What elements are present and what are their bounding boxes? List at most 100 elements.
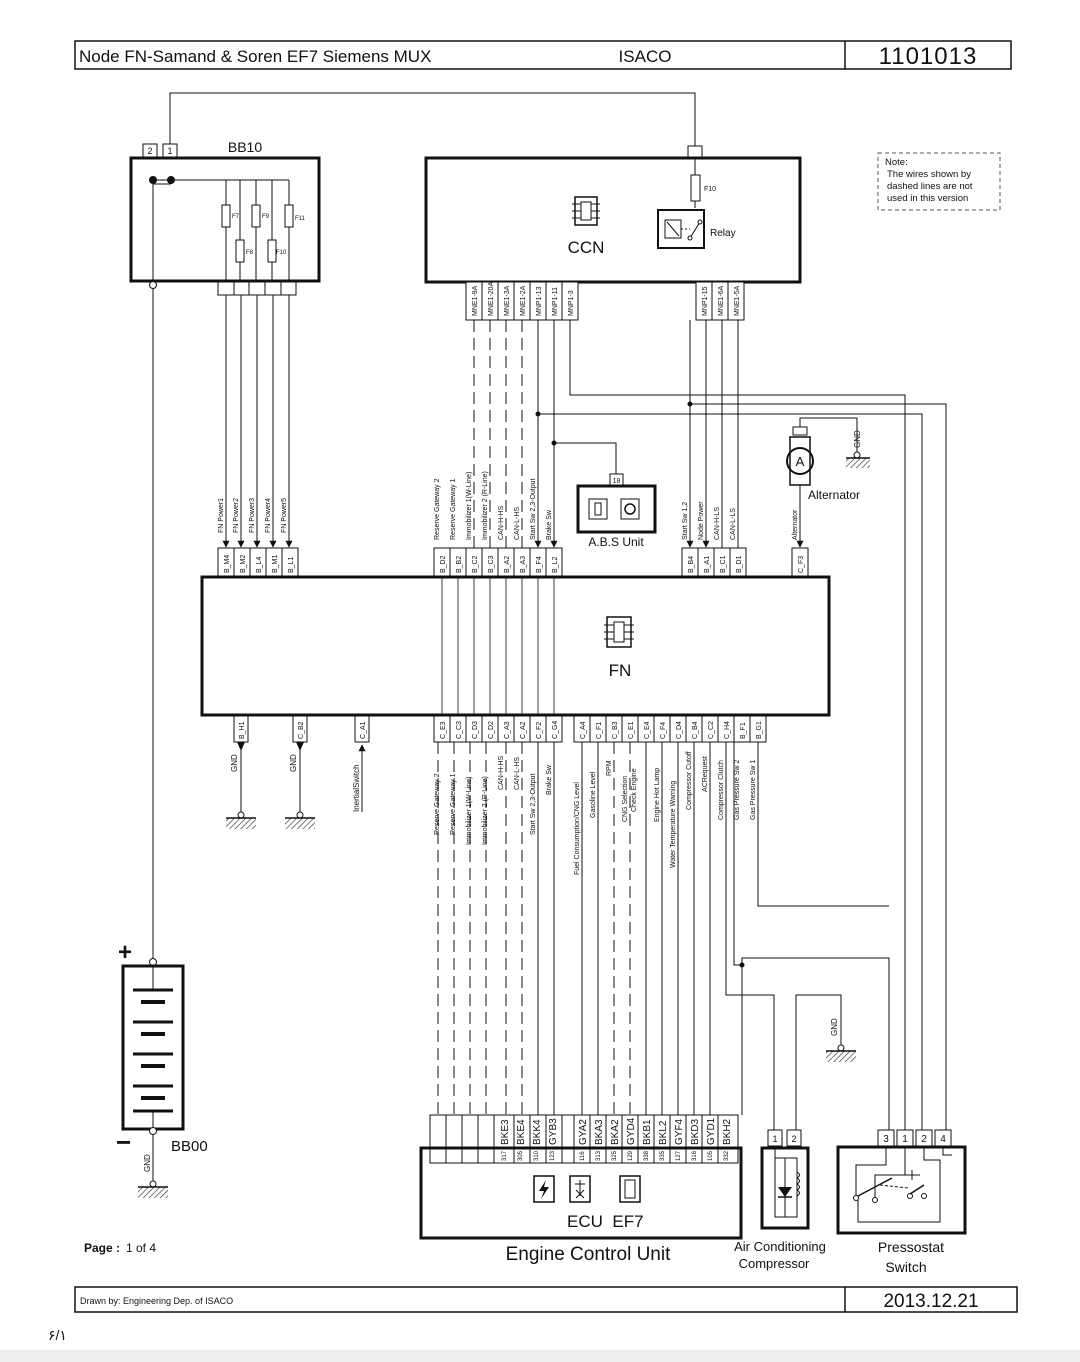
- pin-label: B_A3: [520, 556, 527, 573]
- ecu-code: GYA2: [578, 1119, 589, 1145]
- signal-label: Check Engine: [631, 768, 638, 812]
- pressostat-pin: 4: [940, 1134, 946, 1145]
- gnd-label: GND: [143, 1154, 152, 1172]
- fuse-label: F8: [246, 250, 254, 256]
- note-title: Note:: [885, 157, 908, 168]
- signal-label: Start Sw 2,3-Output: [530, 478, 537, 540]
- ecu-pin: 338: [644, 1150, 650, 1161]
- fuse-label: F11: [295, 216, 306, 222]
- ecu-code: BKH2: [722, 1118, 733, 1145]
- wire-label: FN Power5: [281, 498, 288, 533]
- gnd-label: GND: [830, 1018, 839, 1036]
- signal-label: Brake Sw: [546, 764, 553, 795]
- pin-label: B_H1: [239, 721, 246, 739]
- ecu-pin: 313: [596, 1150, 602, 1161]
- signal-label: CAN-L-HS: [514, 507, 521, 540]
- abs-pin: 18: [613, 478, 621, 485]
- drawing-date: 2013.12.21: [883, 1291, 978, 1312]
- signal-label: Gasoline Level: [590, 771, 597, 818]
- alternator-label: Alternator: [808, 488, 860, 502]
- ecu-pin: 317: [502, 1150, 508, 1161]
- fn-top-pins: B_M4 B_M2 B_L4 B_M1 B_L1 B_D2 B_B2 B_C2 …: [217, 547, 809, 577]
- signal-label: CNG Selection: [622, 776, 629, 822]
- bb10-pin-1: 1: [167, 146, 172, 156]
- ecu-pin: 310: [534, 1150, 540, 1161]
- signal-label: Start Sw 2,3-Output: [530, 773, 537, 835]
- battery-bb00: + − BB00 GND: [116, 289, 208, 1198]
- pin-label: B_G1: [756, 721, 763, 739]
- signal-label: Compressor Cutoff: [686, 751, 693, 810]
- pin-label: B_A1: [704, 556, 711, 573]
- signal-label: Start Sw 1,2: [682, 502, 689, 540]
- page-value: 1 of 4: [126, 1241, 156, 1255]
- pin-label: B_B2: [456, 556, 463, 573]
- signal-label: Gas Pressure Sw 1: [750, 760, 757, 820]
- pin-label: B_C2: [472, 555, 479, 573]
- title-block: Node FN-Samand & Soren EF7 Siemens MUX I…: [74, 40, 1012, 70]
- pin-label: C_F2: [536, 722, 543, 739]
- bb10-pin-2: 2: [147, 146, 152, 156]
- ac-title-line1: Air Conditioning: [734, 1239, 826, 1254]
- fn-ecu-wires: GND: [437, 742, 890, 1130]
- pin-label: B_F1: [740, 722, 747, 739]
- drawn-by: Drawn by: Engineering Dep. of ISACO: [80, 1296, 233, 1306]
- signal-label: RPM: [606, 760, 613, 776]
- pin-label: B_L1: [288, 557, 295, 573]
- fn-module: FN: [200, 575, 831, 717]
- pin-label: C_E3: [440, 721, 447, 739]
- ecu-pin: 335: [660, 1150, 666, 1161]
- ccn-label: CCN: [568, 238, 605, 257]
- ccn-connector-pin: MNE1-5A: [734, 285, 741, 316]
- ccn-connector-pin: MNE1-3A: [504, 285, 511, 316]
- pin-label: C_F3: [798, 556, 805, 573]
- pin-label: C_C3: [456, 721, 463, 739]
- ccn-connector-pin: MNP1-15: [702, 286, 709, 316]
- signal-label: CAN-H-HS: [498, 505, 505, 540]
- signal-label: Water Temperature Warning: [670, 781, 677, 868]
- pin-label: C_D2: [488, 721, 495, 739]
- ecu-pin: 305: [518, 1150, 524, 1161]
- fn-power-wires: FN Power1 FN Power2 FN Power3 FN Power4 …: [218, 295, 293, 548]
- ac-compressor: 1 2 Air Conditioning Compressor: [734, 1129, 826, 1271]
- ecu-code: GYB3: [548, 1118, 559, 1145]
- wire-label: FN Power3: [249, 498, 256, 533]
- ecu-injector-icon: [569, 1175, 591, 1203]
- ccn-connector-pin: MNE1-20A: [488, 281, 495, 316]
- signal-label: Immobilizer 2 (R-Line): [482, 776, 489, 845]
- ccn-module: F10 Relay CCN MNE1-9A MNE1-20A MNE1-3A: [424, 145, 802, 321]
- signal-label: Brake Sw: [546, 509, 553, 540]
- battery-minus: −: [116, 1127, 131, 1157]
- ac-pin: 1: [772, 1134, 777, 1144]
- ecu-pin: 332: [724, 1150, 730, 1161]
- page-label: Page :: [84, 1241, 120, 1255]
- signal-label: Engine Hot Lamp: [654, 768, 661, 822]
- document-number: 1101013: [879, 43, 978, 70]
- ecu-chip-icon: [619, 1175, 641, 1203]
- signal-label: Alternator: [792, 509, 799, 540]
- ecu-label-2: EF7: [612, 1212, 643, 1231]
- signal-label: Immobilizer 2 (R-Line): [482, 471, 489, 540]
- ecu-lightning-icon: [533, 1175, 555, 1203]
- ecu-code: GYD4: [626, 1117, 637, 1145]
- note-line: used in this version: [887, 193, 968, 204]
- note-line: The wires shown by: [887, 169, 971, 180]
- ecu-pin: 123: [550, 1150, 556, 1161]
- pin-label: C_F1: [596, 722, 603, 739]
- abs-unit: 18 A.B.S Unit: [576, 473, 657, 549]
- signal-label: CAN-H-LS: [714, 507, 721, 540]
- bb10-label: BB10: [228, 139, 262, 155]
- bb10-fuse-box: 2 1 BB10 F7 F9 F11 F8 F10: [129, 92, 696, 296]
- ccn-fn-wires: [441, 320, 947, 1130]
- battery-plus: +: [118, 939, 132, 966]
- footer: Page : 1 of 4 Drawn by: Engineering Dep.…: [48, 1241, 1018, 1343]
- signal-label: Immobilizer 1(W-Line): [466, 777, 473, 845]
- relay-label: Relay: [710, 228, 736, 239]
- page-mark: ۶/۱: [48, 1327, 67, 1343]
- signal-label: Reserve Gateway 1: [450, 478, 457, 540]
- ecu-pin: 325: [612, 1150, 618, 1161]
- wire-label: FN Power4: [265, 498, 272, 533]
- pin-label: B_A2: [504, 556, 511, 573]
- ecu-code: BKE3: [500, 1119, 511, 1145]
- signal-label: ACRequest: [702, 756, 709, 792]
- signal-label: Fuel Consumption/CNG Level: [574, 782, 581, 875]
